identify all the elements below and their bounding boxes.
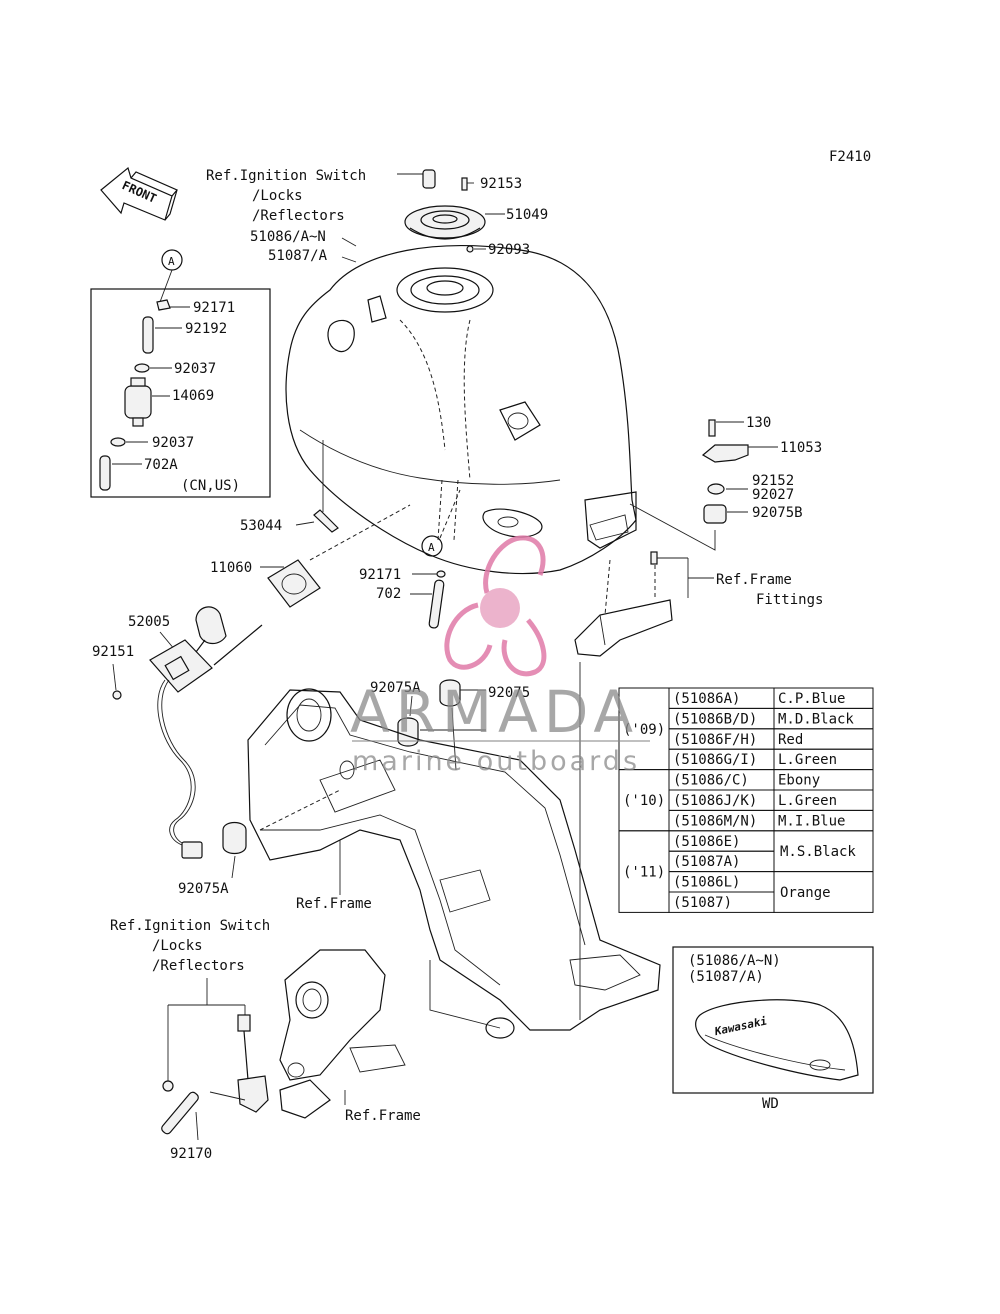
- table-year: ('10): [623, 793, 665, 809]
- part-11060-gasket: 11060: [210, 504, 411, 608]
- table-code: (51086E): [673, 834, 740, 850]
- label-11053: 11053: [780, 440, 822, 456]
- color-variation-table: ('09) (51086A) C.P.Blue (51086B/D) M.D.Black…: [618, 687, 874, 913]
- label-92151: 92151: [92, 644, 134, 660]
- label-92037-b: 92037: [152, 435, 194, 451]
- ref-ignition-top-line3: /Reflectors: [252, 208, 345, 224]
- part-53044: 53044: [240, 440, 339, 534]
- label-53044: 53044: [240, 518, 282, 534]
- ref-frame-fittings-line2: Fittings: [756, 592, 823, 608]
- fuel-pump-52005: 52005 92151: [92, 606, 263, 859]
- table-color: M.I.Blue: [778, 813, 845, 829]
- label-92075b: 92075B: [752, 505, 803, 521]
- table-color: M.S.Black: [780, 844, 856, 860]
- armada-watermark: ARMADA marine outboards: [350, 535, 650, 777]
- label-14069: 14069: [172, 388, 214, 404]
- wd-line1: (51086/A~N): [688, 953, 781, 969]
- table-code: (51086A): [673, 691, 740, 707]
- wd-line2: (51087/A): [688, 969, 764, 985]
- rear-bracket-parts: 130 11053 92152 92027 92075B: [629, 415, 822, 551]
- label-92171-b: 92171: [359, 567, 401, 583]
- table-color: L.Green: [778, 752, 837, 768]
- table-code: (51086B/D): [673, 711, 757, 727]
- diagram-code: F2410: [829, 149, 871, 165]
- table-color-merged-cell: [773, 871, 874, 913]
- label-92152: 92152: [752, 473, 794, 489]
- drain-hose-middle: 92171 702: [359, 567, 446, 629]
- table-year: ('09): [623, 722, 665, 738]
- fuel-cap-assembly: 92153 51049 92093: [404, 169, 548, 258]
- callout-a-top: A: [159, 249, 183, 303]
- ref-ignition-switch-top: Ref.Ignition Switch /Locks /Reflectors: [206, 168, 424, 224]
- svg-text:A: A: [428, 541, 435, 554]
- label-51086: 51086/A~N: [250, 229, 326, 245]
- label-92171-a: 92171: [193, 300, 235, 316]
- label-92093: 92093: [488, 242, 530, 258]
- propeller-logo-icon: [444, 535, 547, 677]
- label-51049: 51049: [506, 207, 548, 223]
- ref-ignition-switch-bottom: Ref.Ignition Switch /Locks /Reflectors: [110, 918, 270, 1082]
- table-color: L.Green: [778, 793, 837, 809]
- label-702: 702: [376, 586, 401, 602]
- ref-frame-fittings: Ref.Frame Fittings: [574, 551, 823, 657]
- table-code: (51086J/K): [673, 793, 757, 809]
- table-code: (51086F/H): [673, 732, 757, 748]
- label-92075: 92075: [488, 685, 530, 701]
- callout-a-bottom: A: [421, 489, 461, 557]
- ref-frame-mid: Ref.Frame: [296, 896, 372, 912]
- table-color: C.P.Blue: [778, 691, 845, 707]
- label-92170: 92170: [170, 1146, 212, 1162]
- label-92027: 92027: [752, 487, 794, 503]
- table-code: (51086M/N): [673, 813, 757, 829]
- table-code: (51086L): [673, 875, 740, 891]
- ref-ignition-bottom-line1: Ref.Ignition Switch: [110, 918, 270, 934]
- label-51087: 51087/A: [268, 248, 328, 264]
- watermark-brand: ARMADA: [350, 678, 639, 746]
- ref-frame-fittings-line1: Ref.Frame: [716, 572, 792, 588]
- table-color: Red: [778, 732, 803, 748]
- table-code: (51087A): [673, 854, 740, 870]
- svg-text:A: A: [168, 255, 175, 268]
- kawasaki-logo: Kawasaki: [713, 1014, 769, 1038]
- ref-ignition-top-line2: /Locks: [252, 188, 303, 204]
- cn-us-inset: 92171 92192 92037 14069 92037 702A (CN,U…: [90, 288, 271, 498]
- table-code: (51086G/I): [673, 752, 757, 768]
- table-code: (51086/C): [673, 773, 749, 789]
- label-92075a-top: 92075A: [370, 680, 421, 696]
- label-130: 130: [746, 415, 771, 431]
- table-color: M.D.Black: [778, 711, 854, 727]
- main-frame: Ref.Frame: [247, 662, 661, 1039]
- ref-frame-bottom: Ref.Frame: [345, 1108, 421, 1124]
- wd-decal-box: (51086/A~N) (51087/A) Kawasaki WD: [672, 946, 874, 1112]
- label-cn-us: (CN,US): [181, 478, 240, 494]
- ref-ignition-bottom-line3: /Reflectors: [152, 958, 245, 974]
- ref-ignition-bottom-line2: /Locks: [152, 938, 203, 954]
- table-color: Ebony: [778, 773, 820, 789]
- front-arrow-label: FRONT: [120, 178, 159, 205]
- label-52005: 52005: [128, 614, 170, 630]
- label-92037-a: 92037: [174, 361, 216, 377]
- label-92075a-bottom: 92075A: [178, 881, 229, 897]
- lower-frame-petcock: 92170 Ref.Frame: [161, 949, 421, 1162]
- wd-caption: WD: [762, 1096, 779, 1112]
- front-arrow-icon: FRONT: [100, 166, 178, 221]
- label-702a: 702A: [144, 457, 178, 473]
- label-92192: 92192: [185, 321, 227, 337]
- damper-rubbers: 92075A 92075 92075A: [178, 679, 530, 897]
- watermark-tagline: marine outboards: [352, 746, 640, 777]
- table-code: (51087): [673, 895, 732, 911]
- label-11060: 11060: [210, 560, 252, 576]
- fuel-tank: [285, 244, 637, 575]
- label-92153: 92153: [480, 176, 522, 192]
- table-color: Orange: [780, 885, 831, 901]
- ref-ignition-top-line1: Ref.Ignition Switch: [206, 168, 366, 184]
- table-year: ('11): [623, 865, 665, 881]
